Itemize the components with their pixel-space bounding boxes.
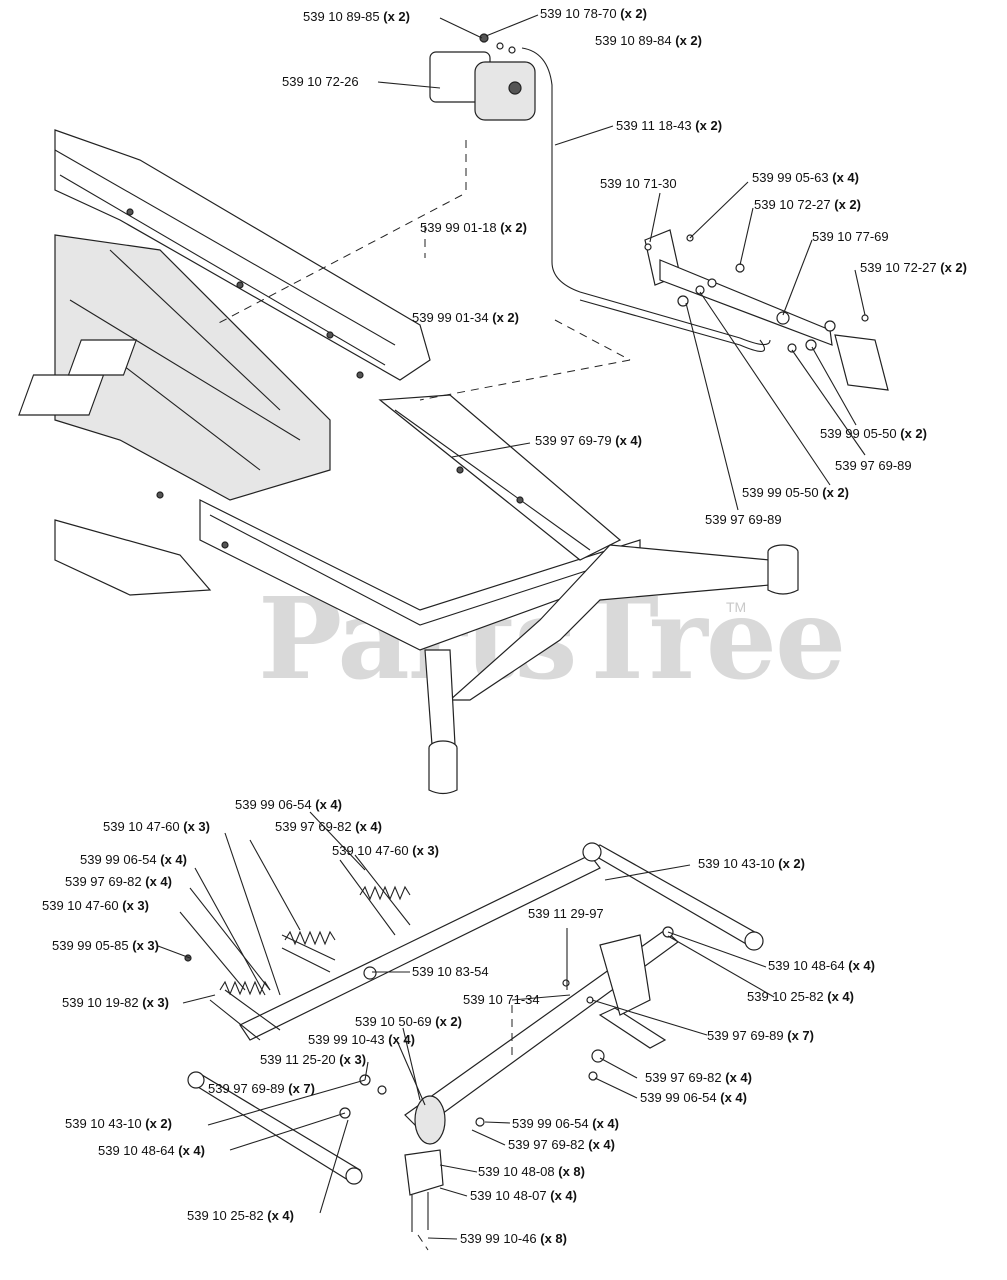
part-label: 539 10 19-82 (x 3) [62,995,169,1010]
part-label: 539 10 48-07 (x 4) [470,1188,577,1203]
spring-2 [339,854,411,936]
front-leg-tube [428,748,458,795]
part-label: 539 99 05-63 (x 4) [752,170,859,185]
part-label: 539 10 72-27 (x 2) [860,260,967,275]
leader-lines [157,14,866,1240]
part-label: 539 10 78-70 (x 2) [540,6,647,21]
end-plate [834,334,889,391]
part-label: 539 99 06-54 (x 4) [512,1116,619,1131]
part-label: 539 99 06-54 (x 4) [80,852,187,867]
part-label: 539 97 69-82 (x 4) [275,819,382,834]
part-label: 539 97 69-89 [705,512,782,527]
part-label: 539 99 05-50 (x 2) [742,485,849,500]
part-label: 539 97 69-79 (x 4) [535,433,642,448]
bracket-arm [659,259,833,346]
part-label: 539 99 05-85 (x 3) [52,938,159,953]
part-label: 539 10 43-10 (x 2) [65,1116,172,1131]
bottom-mount [404,1149,444,1196]
part-label: 539 10 47-60 (x 3) [103,819,210,834]
linkage-lower-arm-right [598,1007,667,1049]
part-label: 539 10 89-85 (x 2) [303,9,410,24]
part-label: 539 97 69-89 (x 7) [208,1081,315,1096]
frame-right-rail [378,394,622,561]
part-label: 539 99 10-43 (x 4) [308,1032,415,1047]
part-label: 539 10 48-08 (x 8) [478,1164,585,1179]
part-label: 539 99 06-54 (x 4) [235,797,342,812]
linkage-assembly [184,842,764,1232]
part-label: 539 10 48-64 (x 4) [98,1143,205,1158]
part-label: 539 99 06-54 (x 4) [640,1090,747,1105]
part-label: 539 10 48-64 (x 4) [768,958,875,973]
part-label: 539 99 01-34 (x 2) [412,310,519,325]
part-label: 539 97 69-82 (x 4) [508,1137,615,1152]
part-label: 539 97 69-82 (x 4) [645,1070,752,1085]
part-label: 539 10 47-60 (x 3) [42,898,149,913]
watermark-tm: TM [726,599,746,615]
part-label: 539 10 50-69 (x 2) [355,1014,462,1029]
part-label: 539 10 89-84 (x 2) [595,33,702,48]
wheel-pivot-tube [767,552,799,595]
part-label: 539 97 69-82 (x 4) [65,874,172,889]
canister-cap [474,61,536,121]
linkage-plate [599,934,651,1016]
frame-lower-plate [54,519,212,596]
frame-side-rail [54,129,431,381]
part-labels: 539 10 89-85 (x 2) 539 10 78-70 (x 2) 53… [42,6,967,1246]
part-label: 539 11 18-43 (x 2) [616,118,722,133]
part-label: 539 97 69-89 [835,458,912,473]
part-label: 539 99 01-18 (x 2) [420,220,527,235]
frame-front-leg [424,649,456,746]
part-label: 539 10 72-26 [282,74,359,89]
upper-hardware [429,33,889,391]
part-label: 539 10 83-54 [412,964,489,979]
part-label: 539 99 10-46 (x 8) [460,1231,567,1246]
part-label: 539 10 25-82 (x 4) [187,1208,294,1223]
alignment-lines [214,140,631,1251]
part-label: 539 10 77-69 [812,229,889,244]
part-label: 539 10 72-27 (x 2) [754,197,861,212]
part-label: 539 10 25-82 (x 4) [747,989,854,1004]
frame-bracket-box [18,374,105,416]
part-label: 539 99 05-50 (x 2) [820,426,927,441]
linkage-main-rod [239,854,601,1041]
part-label: 539 11 29-97 [528,906,604,921]
linkage-hub [414,1095,446,1145]
frame-assembly [18,129,799,795]
frame-inner-body [54,234,331,501]
part-label: 539 97 69-89 (x 7) [707,1028,814,1043]
spring-1 [281,930,336,973]
part-label: 539 10 71-30 [600,176,677,191]
part-label: 539 11 25-20 (x 3) [260,1052,366,1067]
part-label: 539 10 47-60 (x 3) [332,843,439,858]
frame-bracket-box-2 [67,339,138,376]
part-label: 539 10 71-34 [463,992,540,1007]
part-label: 539 10 43-10 (x 2) [698,856,805,871]
